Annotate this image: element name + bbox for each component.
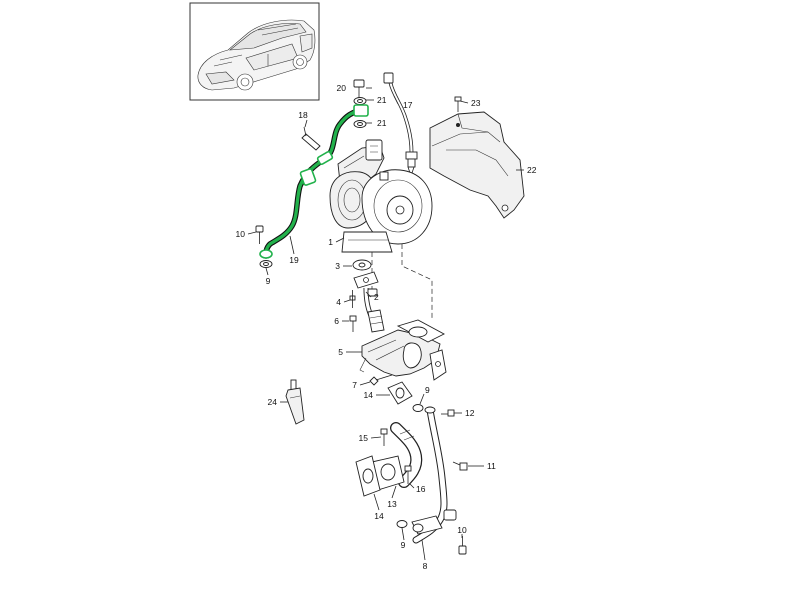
callout-4: 4 [336, 297, 341, 307]
callout-23: 23 [471, 98, 481, 108]
washer-21-upper [353, 97, 367, 105]
bolt-23 [454, 96, 462, 112]
vehicle-thumbnail [189, 2, 320, 101]
callout-24: 24 [268, 397, 278, 407]
callout-21-upper: 21 [377, 95, 387, 105]
assembly-guide-lines [371, 244, 433, 320]
callout-14-upper: 14 [364, 390, 374, 400]
callout-15: 15 [359, 433, 369, 443]
callout-10-lower: 10 [457, 525, 467, 535]
callout-9-middle: 9 [425, 385, 430, 395]
callout-19: 19 [289, 255, 299, 265]
oxygen-sensor [383, 72, 418, 178]
sealant-tube-24 [285, 379, 305, 425]
callout-20: 20 [337, 83, 347, 93]
coupling-sleeve [367, 309, 385, 333]
gasket-14-upper [387, 381, 413, 405]
callout-5: 5 [338, 347, 343, 357]
callout-9-lower: 9 [401, 540, 406, 550]
callout-7: 7 [352, 380, 357, 390]
callout-9-upper: 9 [266, 276, 271, 286]
gasket-3 [352, 259, 372, 271]
bolt-4 [349, 290, 356, 308]
callout-22: 22 [527, 165, 537, 175]
bolt-10-upper [255, 225, 264, 244]
callout-17: 17 [403, 100, 413, 110]
callout-12: 12 [465, 408, 475, 418]
oil-feed-line-19 [259, 104, 369, 259]
pipe-8 [411, 406, 457, 544]
washer-21-lower [353, 120, 367, 128]
egr-pipe-13 [371, 422, 423, 491]
bolt-12 [441, 409, 455, 417]
bolt-6 [349, 315, 357, 332]
callout-16: 16 [416, 484, 426, 494]
leader-lines [247, 87, 524, 561]
callout-labels: 20 21 21 17 23 22 18 19 10 9 1 3 2 4 6 5… [236, 83, 537, 571]
callout-6: 6 [334, 316, 339, 326]
bolt-15 [380, 428, 388, 446]
banjo-bolt-20 [353, 79, 365, 98]
callout-13: 13 [387, 499, 397, 509]
callout-8: 8 [423, 561, 428, 571]
bracket-18 [301, 126, 321, 151]
callout-10-upper: 10 [236, 229, 246, 239]
callout-18: 18 [298, 110, 308, 120]
callout-14-lower: 14 [374, 511, 384, 521]
callout-21-lower: 21 [377, 118, 387, 128]
o-ring-9-middle [412, 404, 424, 412]
callout-3: 3 [335, 261, 340, 271]
callout-1: 1 [328, 237, 333, 247]
o-ring-9-lower [396, 520, 408, 528]
callout-11: 11 [487, 461, 496, 471]
washer-9-upper [259, 260, 273, 268]
heat-shield [429, 111, 525, 219]
callout-2: 2 [374, 292, 379, 302]
turbocharger [329, 139, 433, 270]
bolt-10-lower [458, 536, 467, 555]
bolt-16 [404, 465, 412, 484]
flange-2 [353, 271, 379, 289]
manifold-bracket-5 [359, 319, 447, 381]
gasket-14-lower [355, 455, 381, 497]
bolt-11 [452, 461, 468, 471]
bolt-7 [369, 374, 393, 386]
